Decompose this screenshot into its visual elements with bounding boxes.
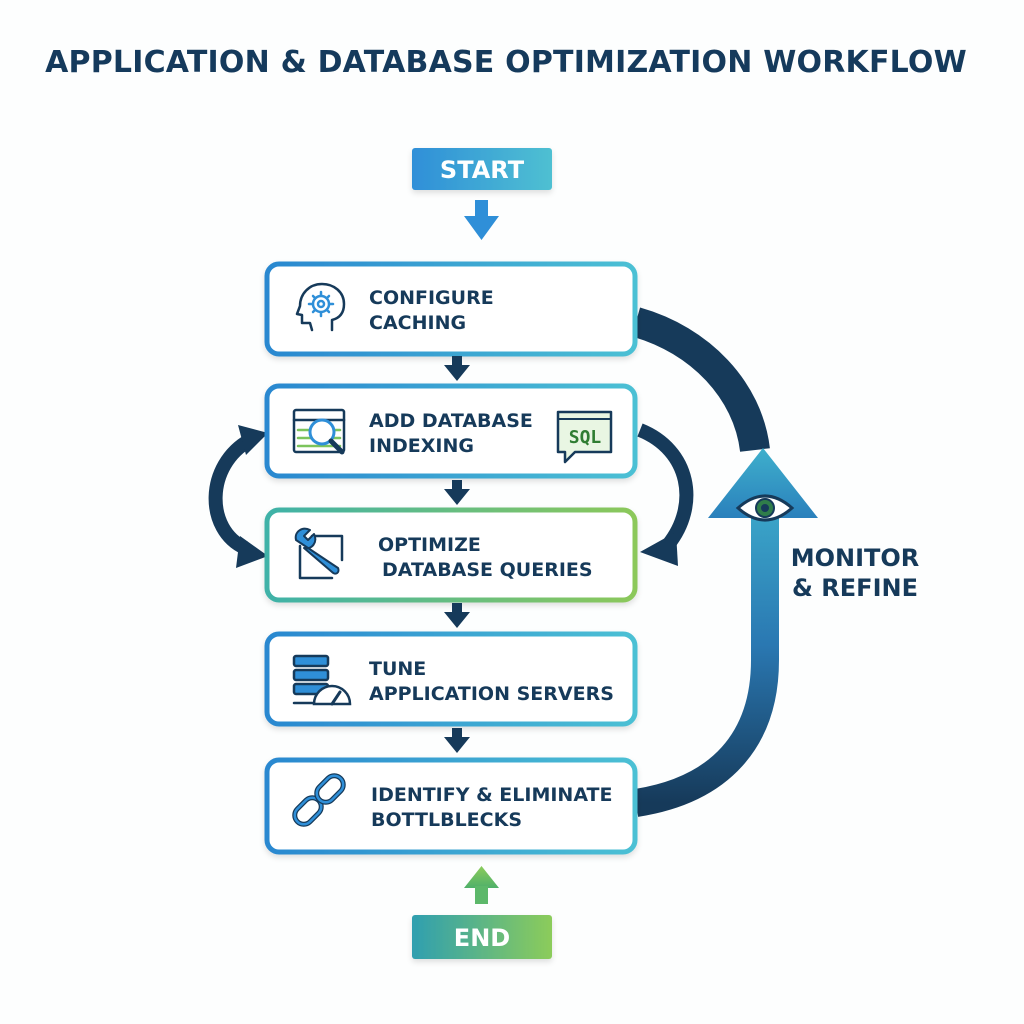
loop-label-line1: MONITOR bbox=[791, 544, 920, 572]
brain-gear-icon bbox=[295, 282, 346, 332]
flow-arrow-3 bbox=[444, 603, 470, 628]
step-4-line2: APPLICATION SERVERS bbox=[369, 683, 614, 705]
eye-icon bbox=[735, 494, 795, 522]
step-identify-eliminate-bottlenecks: IDENTIFY & ELIMINATE BOTTLBLECKS bbox=[264, 757, 638, 855]
server-gauge-icon bbox=[292, 654, 352, 706]
step-1-line1: CONFIGURE bbox=[369, 287, 494, 309]
step-5-line2: BOTTLBLECKS bbox=[371, 809, 522, 831]
step-1-line2: CACHING bbox=[369, 312, 466, 334]
chain-link-icon bbox=[292, 773, 346, 827]
loop-arc-top bbox=[631, 307, 770, 453]
step-configure-caching: CONFIGURE CACHING bbox=[264, 261, 638, 357]
page-title: APPLICATION & DATABASE OPTIMIZATION WORK… bbox=[45, 45, 967, 80]
sql-badge-label: SQL bbox=[569, 427, 602, 448]
end-node: END bbox=[412, 915, 552, 959]
sql-badge-icon: SQL bbox=[556, 410, 613, 464]
start-node: START bbox=[412, 148, 552, 190]
step-5-line1: IDENTIFY & ELIMINATE bbox=[371, 784, 613, 806]
start-label: START bbox=[440, 156, 525, 184]
step-tune-application-servers: TUNE APPLICATION SERVERS bbox=[264, 631, 638, 727]
left-cycle-arrow bbox=[208, 425, 268, 568]
flow-arrow-1 bbox=[444, 356, 470, 381]
loop-arc-bottom bbox=[633, 515, 779, 817]
table-search-icon bbox=[292, 408, 346, 455]
flow-arrow-2 bbox=[444, 480, 470, 505]
step-3-line2: DATABASE QUERIES bbox=[382, 559, 593, 581]
flow-arrow-4 bbox=[444, 728, 470, 753]
loop-label-line2: & REFINE bbox=[792, 574, 918, 602]
step-2-line2: INDEXING bbox=[369, 435, 474, 457]
step-2-line1: ADD DATABASE bbox=[369, 410, 533, 432]
steps-list: CONFIGURE CACHING ADD DATABASE INDEXING bbox=[264, 261, 638, 855]
step-3-line1: OPTIMIZE bbox=[378, 534, 481, 556]
right-cycle-arrow bbox=[637, 423, 694, 566]
end-arrow bbox=[464, 866, 499, 904]
end-label: END bbox=[454, 924, 510, 952]
step-add-database-indexing: ADD DATABASE INDEXING SQL bbox=[264, 383, 638, 479]
wrench-icon bbox=[294, 527, 344, 580]
step-optimize-database-queries: OPTIMIZE DATABASE QUERIES bbox=[264, 507, 638, 603]
step-4-line1: TUNE bbox=[369, 658, 426, 680]
monitor-triangle bbox=[708, 448, 818, 522]
start-arrow bbox=[464, 200, 499, 240]
